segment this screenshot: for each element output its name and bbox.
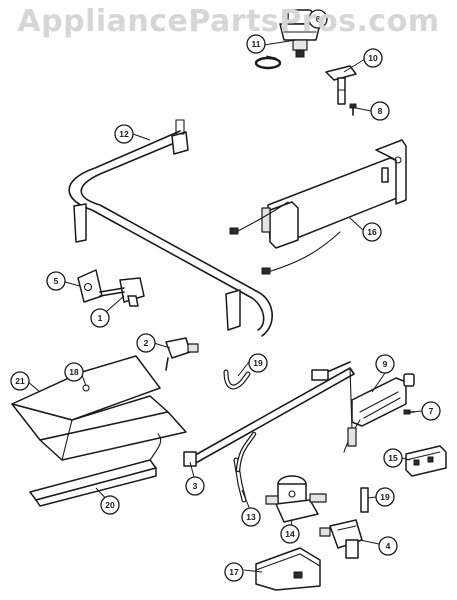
callout-17: 17 <box>224 562 244 582</box>
svg-text:16: 16 <box>367 227 377 237</box>
part-2-valve <box>165 337 199 371</box>
callout-5: 5 <box>46 271 66 291</box>
svg-text:18: 18 <box>69 367 79 377</box>
callout-19b: 19 <box>375 487 395 507</box>
svg-text:8: 8 <box>378 106 383 116</box>
svg-text:9: 9 <box>383 359 388 369</box>
part-21-burner-baffle <box>11 355 187 461</box>
callout-11: 11 <box>246 34 266 54</box>
callout-15: 15 <box>383 448 403 468</box>
svg-text:6: 6 <box>316 14 321 24</box>
callout-21: 21 <box>10 371 30 391</box>
callout-16: 16 <box>362 222 382 242</box>
part-5-valve-bracket <box>77 269 103 303</box>
part-13-tube <box>235 431 257 473</box>
callout-18: 18 <box>64 362 84 382</box>
part-9-igniter <box>343 373 415 453</box>
callout-10: 10 <box>363 48 383 68</box>
callout-13: 13 <box>241 507 261 527</box>
part-11-o-ring <box>254 56 282 70</box>
svg-text:2: 2 <box>144 338 149 348</box>
part-12-manifold <box>68 119 273 337</box>
part-14-safety-valve <box>265 475 327 523</box>
callout-3: 3 <box>185 476 205 496</box>
svg-text:13: 13 <box>246 512 256 522</box>
callout-14: 14 <box>280 524 300 544</box>
callout-19a: 19 <box>248 353 268 373</box>
svg-text:17: 17 <box>229 567 239 577</box>
part-20-support-bracket <box>29 433 162 507</box>
callout-7: 7 <box>421 401 441 421</box>
svg-text:11: 11 <box>252 39 261 49</box>
part-17-mounting-bracket <box>255 547 321 591</box>
part-1-valve <box>99 277 145 307</box>
callout-1: 1 <box>90 308 110 328</box>
part-4-valve <box>319 519 363 559</box>
svg-text:19: 19 <box>380 492 390 502</box>
part-3-manifold-tube <box>183 361 357 467</box>
part-19-tube-right <box>360 487 369 513</box>
svg-text:20: 20 <box>105 500 115 510</box>
svg-text:4: 4 <box>386 541 391 551</box>
part-8-screw <box>349 103 357 116</box>
svg-text:12: 12 <box>119 129 129 139</box>
callout-4: 4 <box>378 536 398 556</box>
svg-text:3: 3 <box>193 481 198 491</box>
callout-9: 9 <box>375 354 395 374</box>
callout-2: 2 <box>136 333 156 353</box>
svg-text:10: 10 <box>368 53 378 63</box>
svg-text:15: 15 <box>388 453 398 463</box>
part-15-terminal-block <box>405 445 447 477</box>
callout-12: 12 <box>114 124 134 144</box>
svg-text:19: 19 <box>253 358 263 368</box>
callout-20: 20 <box>100 495 120 515</box>
part-16-burner-bracket <box>229 139 407 275</box>
svg-text:7: 7 <box>429 406 434 416</box>
callout-8: 8 <box>370 101 390 121</box>
part-10-bracket <box>325 65 357 105</box>
callout-6: 6 <box>308 9 328 29</box>
svg-text:21: 21 <box>15 376 25 386</box>
svg-text:5: 5 <box>54 276 59 286</box>
svg-text:1: 1 <box>98 313 103 323</box>
svg-text:14: 14 <box>285 529 295 539</box>
